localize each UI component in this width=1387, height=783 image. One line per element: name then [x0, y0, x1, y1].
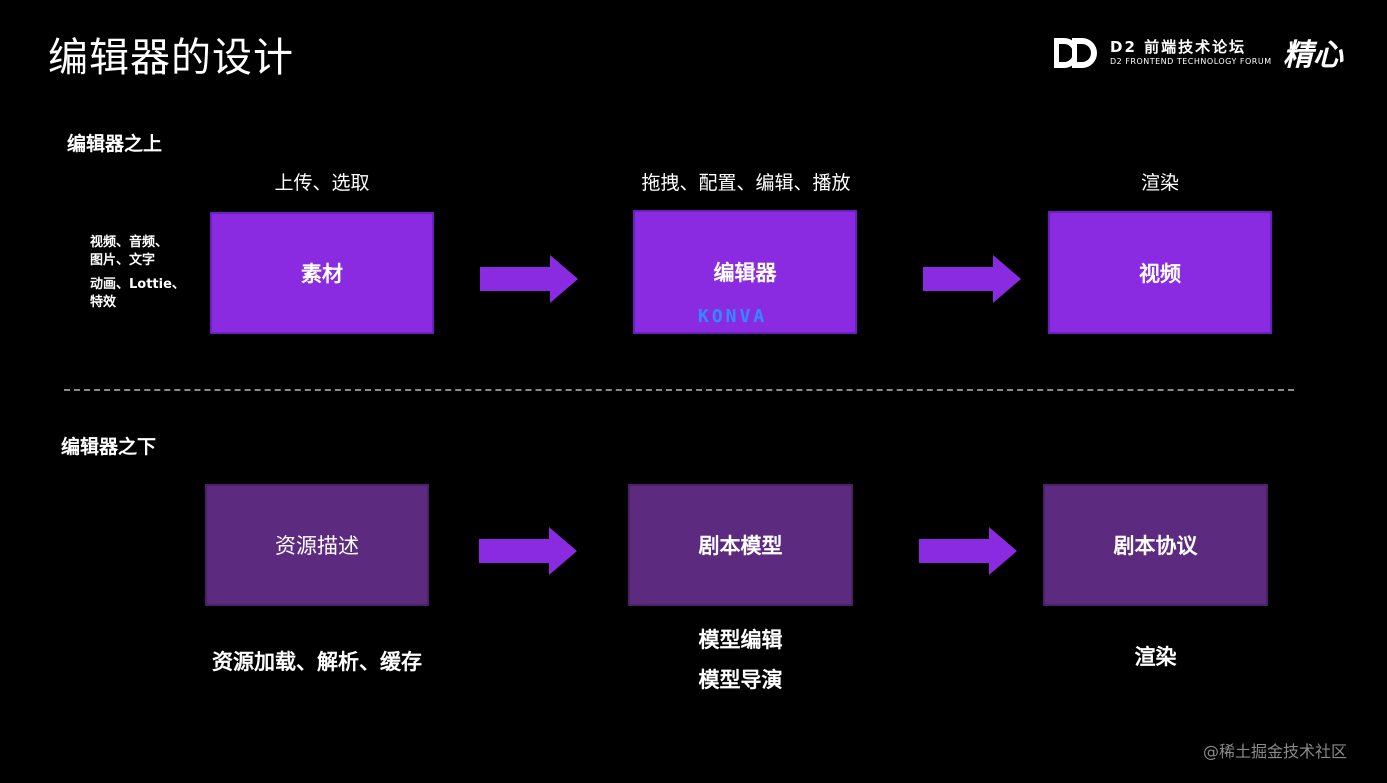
- media-line: 图片、文字: [90, 253, 156, 268]
- box-assets: 素材: [210, 212, 434, 334]
- section-divider: [64, 389, 1294, 391]
- d2-logo-icon: [1054, 38, 1097, 68]
- section-label-bottom: 编辑器之下: [61, 436, 157, 458]
- box-video-label: 视频: [1139, 261, 1181, 286]
- box-script-model-label: 剧本模型: [698, 534, 783, 558]
- arrow-right-icon: [919, 527, 1017, 575]
- brand-logo: 精心: [1283, 38, 1343, 73]
- arrow-right-icon: [479, 527, 577, 575]
- box-script-model: 剧本模型: [628, 484, 853, 606]
- caption-editor-actions: 拖拽、配置、编辑、播放: [641, 172, 851, 194]
- caption-upload-select: 上传、选取: [274, 172, 370, 194]
- caption-resource-loading: 资源加载、解析、缓存: [212, 650, 422, 674]
- konva-logo: KONVA: [698, 306, 768, 327]
- page-title: 编辑器的设计: [48, 35, 294, 81]
- caption-render-bottom: 渲染: [1134, 645, 1177, 669]
- section-label-top: 编辑器之上: [67, 133, 163, 155]
- box-script-protocol: 剧本协议: [1043, 484, 1268, 606]
- caption-render-top: 渲染: [1140, 172, 1179, 194]
- box-editor-label: 编辑器: [713, 261, 777, 285]
- forum-title: D2 前端技术论坛: [1110, 38, 1247, 56]
- media-line: 特效: [90, 295, 117, 310]
- arrow-right-icon: [923, 255, 1021, 303]
- caption-model-edit: 模型编辑: [698, 628, 783, 652]
- caption-model-direct: 模型导演: [698, 668, 783, 692]
- watermark: @稀土掘金技术社区: [1203, 742, 1348, 761]
- box-assets-label: 素材: [301, 262, 343, 286]
- media-line: 视频、音频、: [90, 235, 169, 250]
- box-resource-description-label: 资源描述: [275, 534, 359, 558]
- arrow-right-icon: [480, 255, 578, 303]
- box-video: 视频: [1048, 211, 1272, 334]
- box-editor: 编辑器: [633, 210, 857, 334]
- media-types-list: 视频、音频、 图片、文字 动画、Lottie、 特效: [90, 234, 185, 312]
- forum-subtitle: D2 FRONTEND TECHNOLOGY FORUM: [1110, 57, 1272, 66]
- box-script-protocol-label: 剧本协议: [1113, 534, 1198, 558]
- media-line: 动画、Lottie、: [90, 277, 185, 292]
- box-resource-description: 资源描述: [205, 484, 429, 606]
